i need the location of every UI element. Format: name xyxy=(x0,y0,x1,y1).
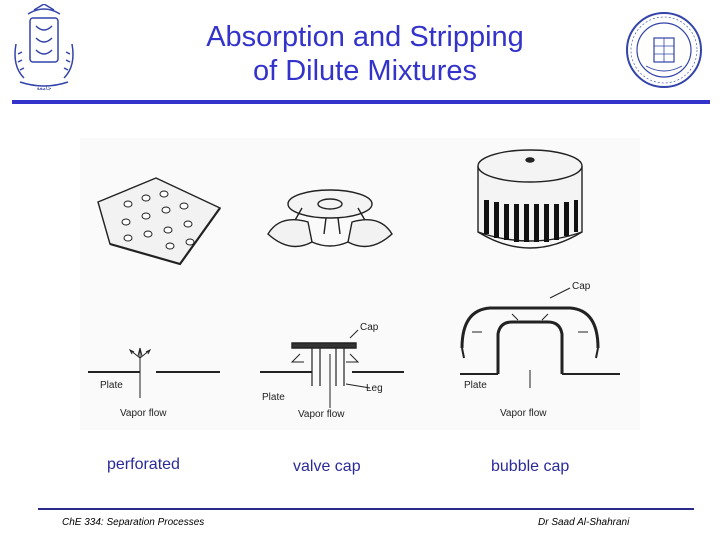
label-cap-middle: Cap xyxy=(360,322,379,333)
caption-valve-cap: valve cap xyxy=(293,458,361,475)
sieve-plate-section xyxy=(88,347,220,398)
footer-divider xyxy=(38,508,694,510)
valve-cap-drawing xyxy=(267,189,393,248)
svg-text:جامعة: جامعة xyxy=(37,85,52,92)
label-cap-right: Cap xyxy=(572,281,591,292)
university-seal-logo xyxy=(626,12,702,88)
footer-author: Dr Saad Al-Shahrani xyxy=(538,517,630,528)
bubble-cap-section xyxy=(460,287,620,388)
perforation-holes xyxy=(121,190,195,250)
title-divider xyxy=(12,100,710,104)
caption-perforated: perforated xyxy=(107,456,180,473)
footer-course: ChE 334: Separation Processes xyxy=(62,517,205,528)
valve-cap-section xyxy=(260,329,404,408)
tray-types-diagram: Plate Vapor flow Cap Plate Leg Vapor flo… xyxy=(80,138,640,430)
bubble-cap-drawing xyxy=(477,149,583,249)
title-line-1: Absorption and Stripping xyxy=(206,21,524,53)
title-line-2: of Dilute Mixtures xyxy=(252,55,477,87)
label-vapor-flow-right: Vapor flow xyxy=(500,408,547,419)
label-leg: Leg xyxy=(366,383,383,394)
caption-bubble-cap: bubble cap xyxy=(491,458,570,475)
university-emblem-logo: جامعة xyxy=(14,4,74,92)
label-plate-right: Plate xyxy=(464,380,487,391)
label-vapor-flow-left: Vapor flow xyxy=(120,408,167,419)
label-plate-left: Plate xyxy=(100,380,123,391)
label-plate-middle: Plate xyxy=(262,392,285,403)
label-vapor-flow-middle: Vapor flow xyxy=(298,409,345,420)
slide-title: Absorption and Stripping of Dilute Mixtu… xyxy=(120,20,610,88)
